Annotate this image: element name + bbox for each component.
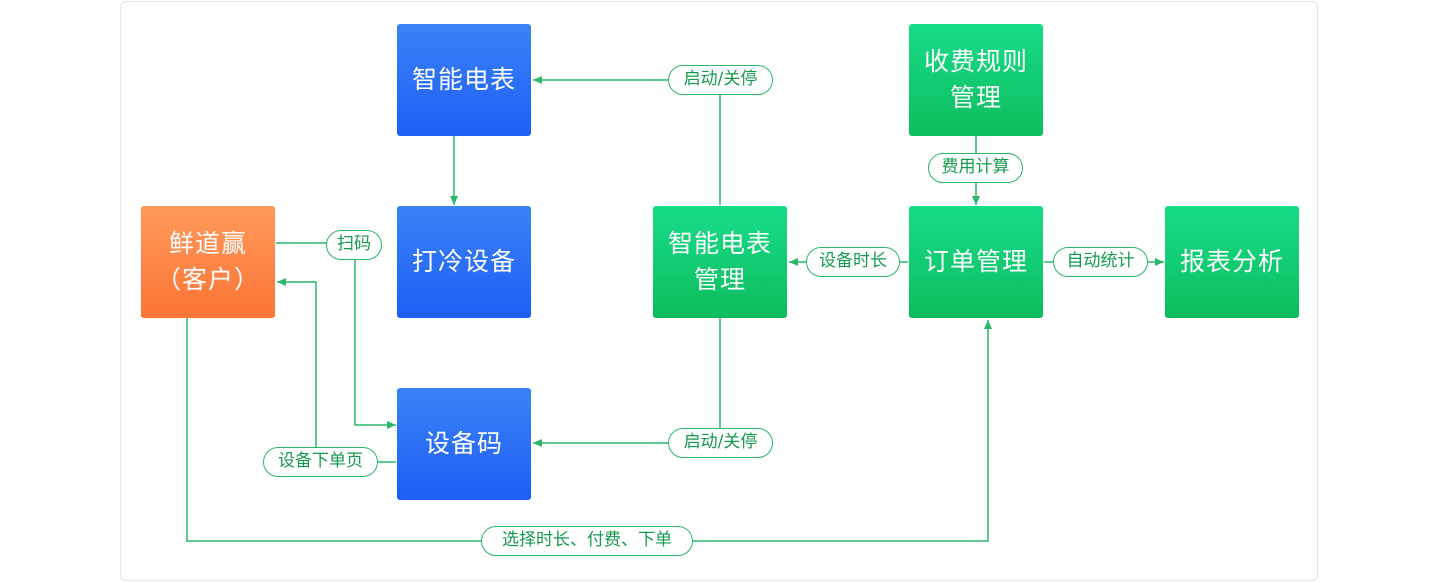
edge-label-scan: 扫码 <box>326 230 382 260</box>
edge-label-device-order-page: 设备下单页 <box>263 447 378 477</box>
node-customer-label-line2: （客户） <box>155 265 260 294</box>
edge-label-select-pay-order: 选择时长、付费、下单 <box>481 526 693 556</box>
edge-label-auto-stats: 自动统计 <box>1053 247 1148 277</box>
edge-meter-mgmt-to-device-code <box>533 318 721 447</box>
edge-customer-to-order <box>186 318 992 542</box>
edge-meter-mgmt-to-smart-meter <box>533 76 721 205</box>
node-report-analysis: 报表分析 <box>1165 206 1299 318</box>
edge-customer-scan-to-device-code <box>276 242 396 429</box>
edge-label-start-stop-bottom: 启动/关停 <box>668 428 773 458</box>
node-device-code: 设备码 <box>397 388 531 500</box>
edge-label-fee-calc: 费用计算 <box>928 153 1023 183</box>
node-order-management-label: 订单管理 <box>923 247 1028 276</box>
node-device-code-label: 设备码 <box>424 429 503 458</box>
node-meter-management-line2: 管理 <box>693 265 746 294</box>
node-smart-meter: 智能电表 <box>397 24 531 136</box>
node-order-management: 订单管理 <box>909 206 1043 318</box>
node-cooling-device-label: 打冷设备 <box>411 247 516 276</box>
edge-device-code-to-customer <box>277 278 396 463</box>
node-fee-rules-line2: 管理 <box>949 83 1002 112</box>
node-cooling-device: 打冷设备 <box>397 206 531 318</box>
node-smart-meter-label: 智能电表 <box>411 65 516 94</box>
edge-label-start-stop-top: 启动/关停 <box>668 65 773 95</box>
node-customer: 鲜道赢 （客户） <box>141 206 275 318</box>
node-fee-rules-line1: 收费规则 <box>923 47 1028 76</box>
edge-label-device-duration: 设备时长 <box>806 247 900 277</box>
node-customer-label-line1: 鲜道赢 <box>168 229 247 258</box>
node-fee-rules: 收费规则 管理 <box>909 24 1043 136</box>
node-meter-management: 智能电表 管理 <box>653 206 787 318</box>
node-report-analysis-label: 报表分析 <box>1179 247 1284 276</box>
node-meter-management-line1: 智能电表 <box>667 229 772 258</box>
